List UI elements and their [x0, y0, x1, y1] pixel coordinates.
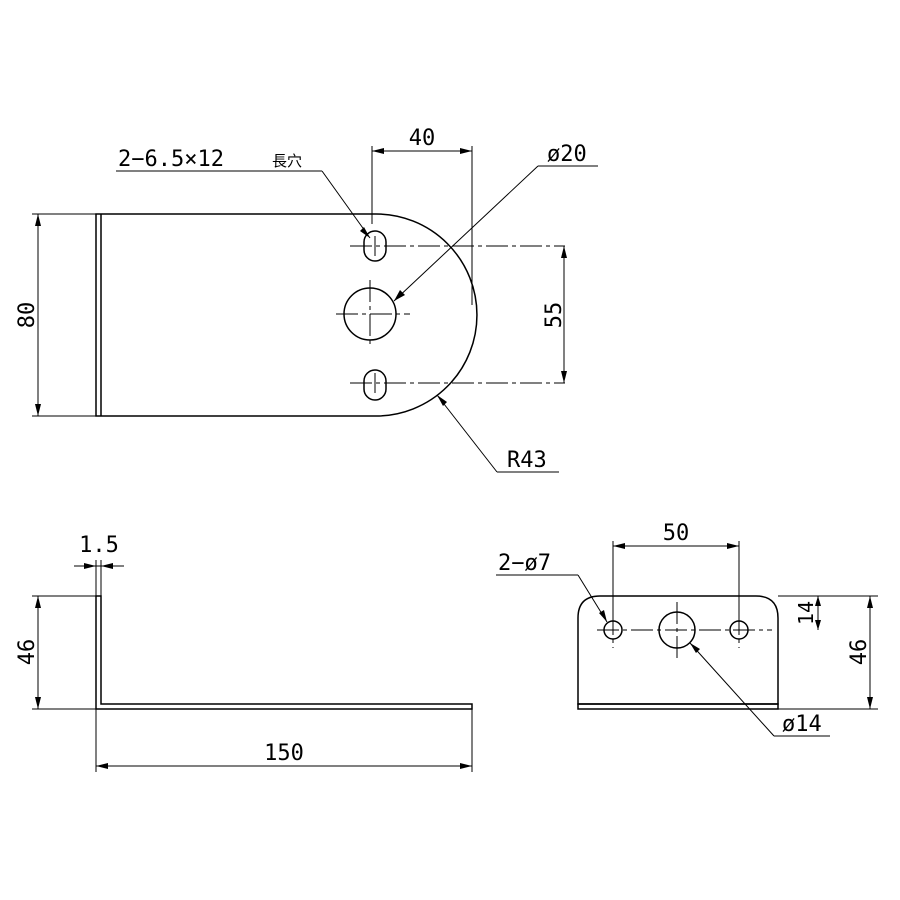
dim-1-5-label: 1.5 [79, 533, 119, 558]
radius-43-label: R43 [507, 448, 547, 473]
side-view-profile [95, 595, 473, 710]
dim-46-side-label: 46 [15, 639, 40, 666]
dim-50-arrow-right [727, 543, 739, 549]
dim-1-5-arrow-left [84, 563, 96, 569]
dim-14-arrow-bottom [815, 620, 821, 630]
center-hole-14-arrow [690, 643, 700, 653]
dim-50-arrow-left [613, 543, 625, 549]
slot-note-arrow [360, 227, 370, 238]
dim-1-5-arrow-right [101, 563, 113, 569]
top-view-outline [95, 213, 478, 417]
dim-14-arrow-top [815, 596, 821, 606]
center-hole-14-label: ø14 [782, 712, 822, 737]
radius-43-leader [436, 394, 498, 473]
hole-20-label: ø20 [547, 142, 587, 167]
dim-14-label: 14 [794, 601, 818, 625]
dim-46-front-label: 46 [847, 639, 872, 666]
dim-46-front-arrow-bottom [867, 697, 873, 709]
side-view: 1.5 46 150 [15, 533, 473, 772]
dim-50-label: 50 [663, 521, 690, 546]
front-view: 50 14 46 2−ø7 ø14 [496, 521, 878, 737]
dim-46-side-arrow-bottom [35, 697, 41, 709]
small-holes-arrow [599, 610, 607, 622]
hole-20-arrow [394, 290, 405, 301]
dim-40-arrow-right [460, 148, 472, 154]
dim-55-label: 55 [542, 302, 567, 329]
dim-55-arrow-top [561, 246, 567, 258]
slot-note-leader [321, 170, 371, 239]
dim-150-arrow-right [460, 763, 472, 769]
slot-note-suffix: 長穴 [272, 152, 302, 170]
dim-150-arrow-left [96, 763, 108, 769]
slot-note-label: 2−6.5×12 [118, 147, 224, 172]
front-view-outline [577, 595, 779, 705]
dim-40-arrow-left [372, 148, 384, 154]
dim-46-side-arrow-top [35, 596, 41, 608]
hole-20-leader [393, 165, 539, 302]
center-hole-14-leader [689, 642, 775, 737]
dim-46-front-arrow-top [867, 596, 873, 608]
front-view-base-flange [577, 703, 779, 710]
dim-40-label: 40 [409, 126, 436, 151]
dim-55-arrow-bottom [561, 371, 567, 383]
top-view: 40 80 55 2−6.5×12 長穴 ø20 R43 [15, 126, 598, 473]
dim-80-label: 80 [15, 302, 40, 329]
slot-lower [363, 369, 387, 401]
dim-80-arrow-top [35, 214, 41, 226]
radius-43-arrow [437, 395, 447, 406]
dim-150-label: 150 [264, 741, 304, 766]
small-holes-label: 2−ø7 [498, 551, 551, 576]
dim-80-arrow-bottom [35, 404, 41, 416]
